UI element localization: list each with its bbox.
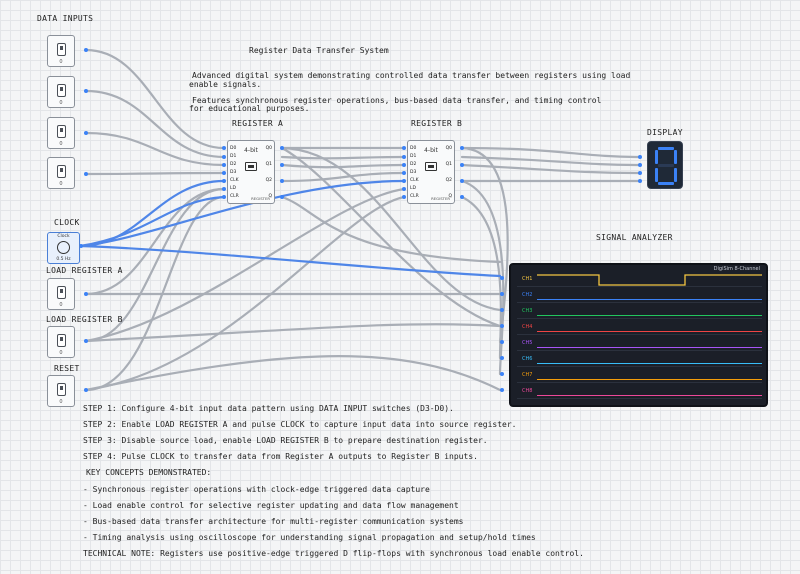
concept-4: - Timing analysis using oscilloscope for… xyxy=(83,533,536,542)
chip-icon xyxy=(425,162,437,171)
channel-trace xyxy=(537,299,762,300)
channel-label: CH1 xyxy=(522,276,533,282)
toggle-icon xyxy=(57,125,66,138)
channel-trace xyxy=(537,379,762,380)
chip-icon xyxy=(245,162,257,171)
data-inputs-label: DATA INPUTS xyxy=(37,14,94,23)
clock-label: CLOCK xyxy=(54,218,80,227)
concept-2: - Load enable control for selective regi… xyxy=(83,501,459,510)
toggle-icon xyxy=(57,383,66,396)
register-b[interactable]: 4-bit D0 D1 D2 D3 CLK LD CLR Q0 Q1 Q2 Q … xyxy=(407,140,455,204)
segment-e xyxy=(655,168,658,182)
reset-label: RESET xyxy=(54,364,80,373)
ch1-waveform xyxy=(537,274,762,286)
analyzer-lane-ch1: CH1 xyxy=(517,273,762,287)
clock-source[interactable]: Clock 0.5 Hz xyxy=(47,232,80,264)
reset-switch[interactable]: 0 xyxy=(47,375,75,407)
register-a[interactable]: 4-bit D0 D1 D2 D3 CLK LD CLR Q0 Q1 Q2 Q … xyxy=(227,140,275,204)
toggle-icon xyxy=(57,334,66,347)
channel-trace xyxy=(537,347,762,348)
channel-label: CH3 xyxy=(522,308,533,314)
analyzer-lane-ch4: CH4 xyxy=(517,321,762,335)
data-input-switch-d1[interactable]: 0 xyxy=(47,117,75,149)
analyzer-lane-ch8: CH8 xyxy=(517,385,762,399)
channel-label: CH7 xyxy=(522,372,533,378)
description-line-1: Advanced digital system demonstrating co… xyxy=(192,71,631,80)
load-register-a-switch[interactable]: 0 xyxy=(47,278,75,310)
step-4: STEP 4: Pulse CLOCK to transfer data fro… xyxy=(83,452,478,461)
description-line-2: Features synchronous register operations… xyxy=(192,96,602,105)
data-input-switch-d0[interactable]: 0 xyxy=(47,157,75,189)
channel-trace xyxy=(537,395,762,396)
analyzer-lane-ch2: CH2 xyxy=(517,289,762,303)
channel-label: CH5 xyxy=(522,340,533,346)
analyzer-lane-ch6: CH6 xyxy=(517,353,762,367)
seven-segment-display[interactable] xyxy=(647,141,683,189)
register-a-label: REGISTER A xyxy=(232,119,284,128)
clock-icon xyxy=(57,241,70,254)
segment-a xyxy=(658,147,674,150)
toggle-icon xyxy=(57,165,66,178)
page-title: Register Data Transfer System xyxy=(249,46,389,55)
step-3: STEP 3: Disable source load, enable LOAD… xyxy=(83,436,488,445)
segment-d xyxy=(658,182,674,185)
toggle-icon xyxy=(57,43,66,56)
channel-label: CH4 xyxy=(522,324,533,330)
channel-trace xyxy=(537,363,762,364)
technical-note: TECHNICAL NOTE: Registers use positive-e… xyxy=(83,549,584,558)
toggle-icon xyxy=(57,84,66,97)
segment-g xyxy=(658,164,674,167)
channel-label: CH2 xyxy=(522,292,533,298)
concept-1: - Synchronous register operations with c… xyxy=(83,485,430,494)
analyzer-lane-ch3: CH3 xyxy=(517,305,762,319)
segment-f xyxy=(655,150,658,164)
signal-analyzer-label: SIGNAL ANALYZER xyxy=(596,233,673,242)
load-register-b-switch[interactable]: 0 xyxy=(47,326,75,358)
channel-trace xyxy=(537,331,762,332)
step-2: STEP 2: Enable LOAD REGISTER A and pulse… xyxy=(83,420,517,429)
description-line-2b: for educational purposes. xyxy=(189,104,310,113)
step-1: STEP 1: Configure 4-bit input data patte… xyxy=(83,404,454,413)
display-label: DISPLAY xyxy=(647,128,683,137)
channel-label: CH8 xyxy=(522,388,533,394)
toggle-icon xyxy=(57,286,66,299)
key-concepts-heading: KEY CONCEPTS DEMONSTRATED: xyxy=(86,468,212,477)
data-input-switch-d2[interactable]: 0 xyxy=(47,76,75,108)
segment-b xyxy=(674,150,677,164)
data-input-switch-d3[interactable]: 0 xyxy=(47,35,75,67)
channel-label: CH6 xyxy=(522,356,533,362)
concept-3: - Bus-based data transfer architecture f… xyxy=(83,517,464,526)
analyzer-lane-ch7: CH7 xyxy=(517,369,762,383)
channel-trace xyxy=(537,315,762,316)
load-register-a-label: LOAD REGISTER A xyxy=(46,266,123,275)
analyzer-lane-ch5: CH5 xyxy=(517,337,762,351)
description-line-1b: enable signals. xyxy=(189,80,262,89)
load-register-b-label: LOAD REGISTER B xyxy=(46,315,123,324)
segment-c xyxy=(674,168,677,182)
register-b-label: REGISTER B xyxy=(411,119,463,128)
